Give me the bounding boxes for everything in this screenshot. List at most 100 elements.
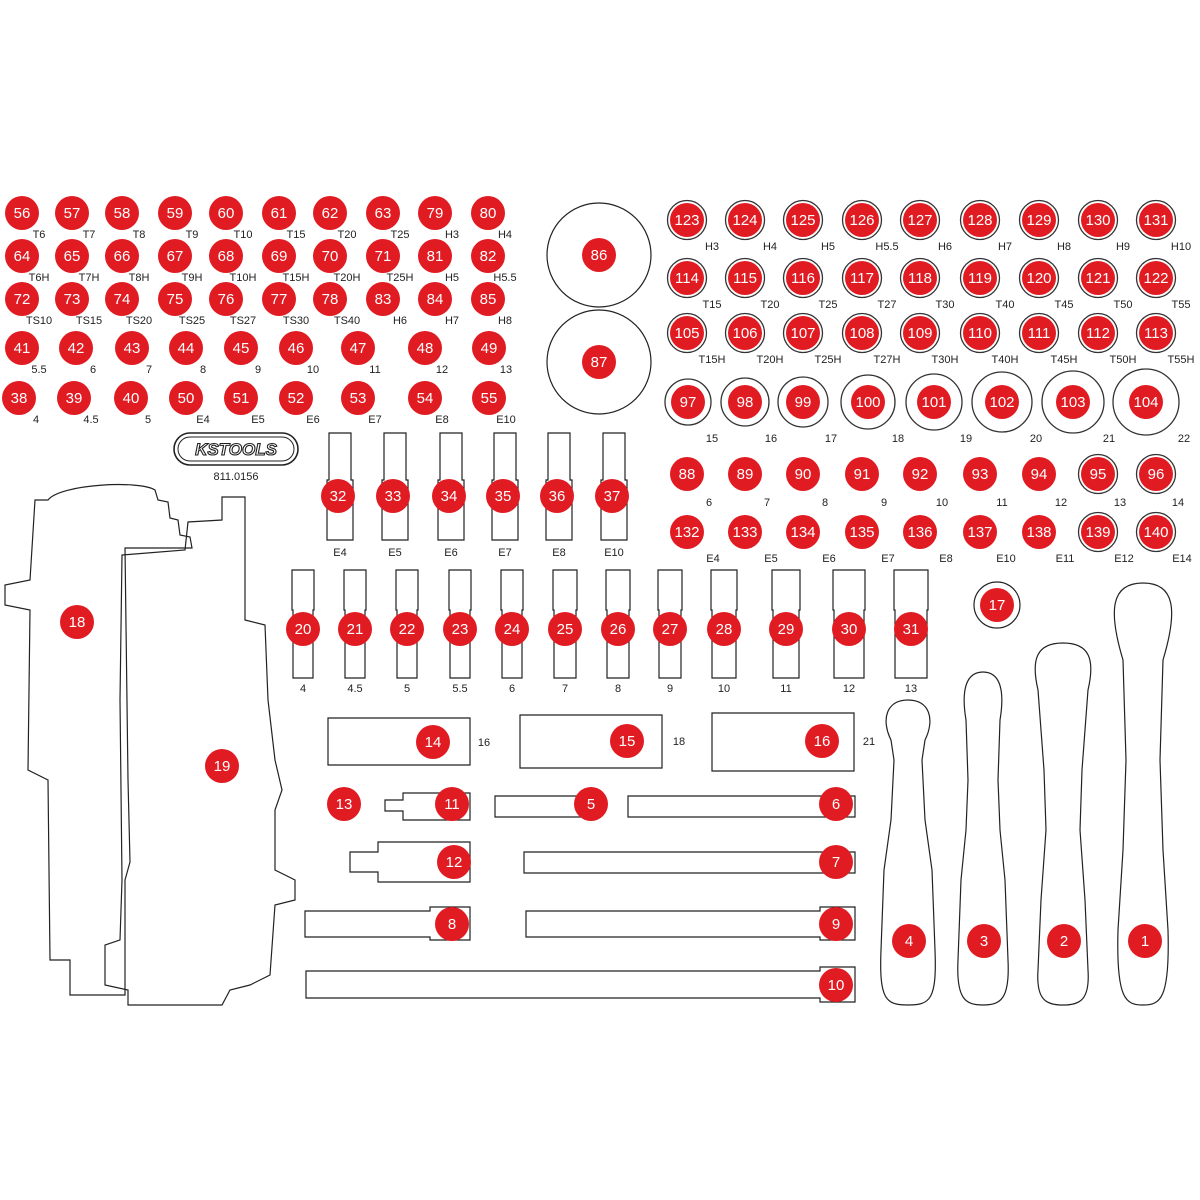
marker-72: 72 [5, 282, 39, 316]
marker-number: 91 [854, 466, 871, 483]
marker-number: 122 [1143, 270, 1168, 287]
marker-120: 120 [1018, 257, 1060, 299]
marker-number: 5 [587, 796, 595, 813]
marker-88: 88 [670, 457, 704, 491]
marker-57: 57 [55, 196, 89, 230]
size-label: E4 [196, 414, 209, 426]
marker-number: 134 [790, 524, 815, 541]
marker-circle [728, 261, 762, 295]
marker-95: 95 [1077, 453, 1119, 495]
marker-circle [472, 331, 506, 365]
marker-number: 75 [167, 291, 184, 308]
marker-number: 17 [989, 597, 1006, 614]
marker-73: 73 [55, 282, 89, 316]
marker-circle [845, 457, 879, 491]
marker-52: 52 [279, 381, 313, 415]
size-label: T15 [287, 229, 306, 241]
marker-circle [286, 612, 320, 646]
marker-number: 121 [1085, 270, 1110, 287]
marker-number: 38 [11, 390, 28, 407]
marker-number: 27 [662, 621, 679, 638]
marker-89: 89 [728, 457, 762, 491]
marker-circle [1081, 515, 1115, 549]
size-label: 9 [881, 497, 887, 509]
marker-circle [963, 316, 997, 350]
marker-68: 68 [209, 239, 243, 273]
marker-37: 37 [595, 479, 629, 513]
marker-number: 136 [907, 524, 932, 541]
marker-8: 8 [435, 907, 469, 941]
marker-number: 29 [778, 621, 795, 638]
size-label: E7 [881, 553, 894, 565]
marker-circle [55, 282, 89, 316]
marker-number: 87 [591, 354, 608, 371]
marker-circle [601, 612, 635, 646]
marker-circle [728, 203, 762, 237]
marker-50: 50 [169, 381, 203, 415]
marker-123: 123 [666, 199, 708, 241]
marker-circle [1128, 924, 1162, 958]
marker-94: 94 [1022, 457, 1056, 491]
size-label: T50 [1114, 299, 1133, 311]
marker-number: 45 [233, 340, 250, 357]
logo-text: KSTOOLS [195, 440, 278, 459]
size-label: E8 [435, 414, 448, 426]
marker-70: 70 [313, 239, 347, 273]
marker-circle [903, 261, 937, 295]
marker-53: 53 [341, 381, 375, 415]
marker-circle [158, 239, 192, 273]
size-label: T45H [1051, 354, 1078, 366]
marker-130: 130 [1077, 199, 1119, 241]
marker-138: 138 [1022, 515, 1056, 549]
marker-46: 46 [279, 331, 313, 365]
marker-number: 125 [790, 212, 815, 229]
marker-circle [819, 968, 853, 1002]
marker-circle [435, 907, 469, 941]
marker-number: 92 [912, 466, 929, 483]
marker-108: 108 [841, 312, 883, 354]
size-label: H10 [1171, 241, 1191, 253]
marker-circle [495, 612, 529, 646]
marker-125: 125 [782, 199, 824, 241]
size-label: H6 [393, 315, 407, 327]
size-label: E7 [498, 547, 511, 559]
marker-circle [338, 612, 372, 646]
marker-number: 9 [832, 916, 840, 933]
marker-number: 94 [1031, 466, 1048, 483]
marker-circle [851, 385, 885, 419]
marker-number: 47 [350, 340, 367, 357]
marker-113: 113 [1135, 312, 1177, 354]
marker-13: 13 [327, 787, 361, 821]
marker-number: 99 [795, 394, 812, 411]
size-label: T40 [996, 299, 1015, 311]
marker-129: 129 [1018, 199, 1060, 241]
marker-circle [903, 316, 937, 350]
marker-number: 39 [66, 390, 83, 407]
marker-121: 121 [1077, 257, 1119, 299]
marker-circle [1081, 203, 1115, 237]
marker-number: 30 [841, 621, 858, 638]
marker-103: 103 [1041, 370, 1105, 434]
marker-number: 140 [1143, 524, 1168, 541]
marker-number: 111 [1028, 325, 1051, 342]
marker-number: 126 [849, 212, 874, 229]
marker-circle [892, 924, 926, 958]
position-markers: 56T657T758T859T960T1061T1562T2063T2579H3… [2, 196, 1195, 1002]
marker-circle [376, 479, 410, 513]
marker-102: 102 [971, 371, 1033, 433]
marker-circle [313, 239, 347, 273]
size-label: T9 [186, 229, 199, 241]
marker-number: 89 [737, 466, 754, 483]
marker-number: 55 [481, 390, 498, 407]
marker-circle [1139, 316, 1173, 350]
marker-54: 54 [408, 381, 442, 415]
marker-circle [2, 381, 36, 415]
marker-number: 95 [1090, 466, 1107, 483]
marker-136: 136 [903, 515, 937, 549]
marker-circle [366, 282, 400, 316]
marker-number: 46 [288, 340, 305, 357]
marker-circle [279, 381, 313, 415]
size-label: 11 [780, 683, 791, 695]
size-label: 13 [1114, 497, 1126, 509]
marker-circle [595, 479, 629, 513]
